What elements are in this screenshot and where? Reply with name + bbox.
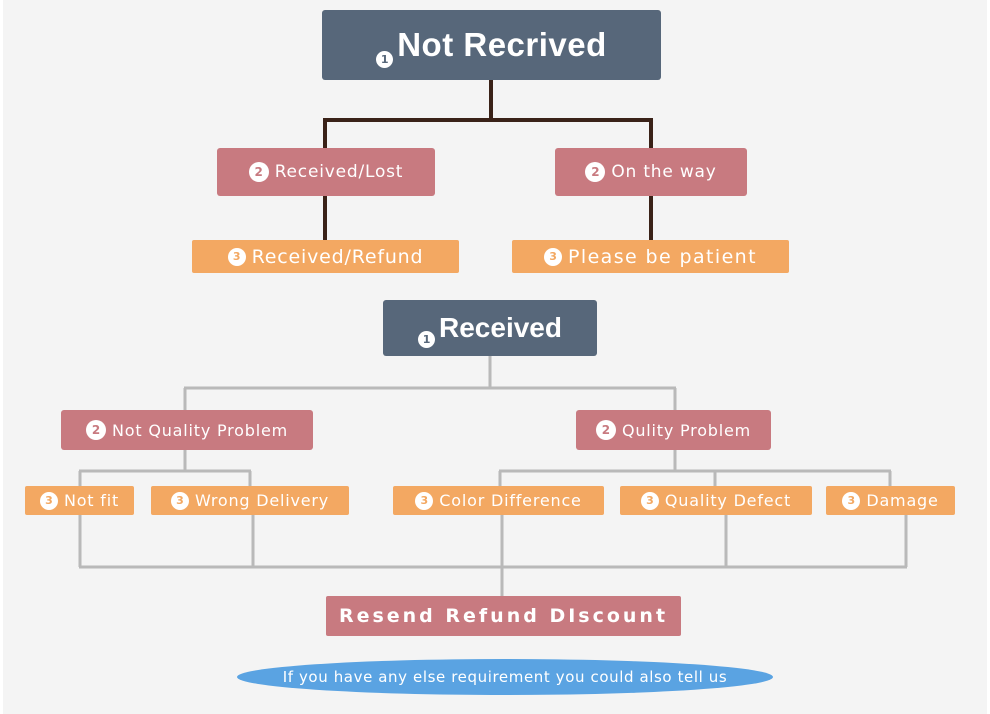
footer-note-text: If you have any else requirement you cou… bbox=[282, 668, 728, 686]
color-difference-node: 3 Color Difference bbox=[393, 486, 604, 515]
received-refund-label: Received/Refund bbox=[251, 245, 424, 268]
damage-node: 3 Damage bbox=[826, 486, 955, 515]
connector-lines bbox=[78, 80, 908, 596]
please-be-patient-node: 3 Please be patient bbox=[512, 240, 789, 273]
step-badge: 3 bbox=[544, 247, 563, 266]
quality-defect-node: 3 Quality Defect bbox=[620, 486, 812, 515]
not-received-title: Not Recrived bbox=[397, 26, 607, 63]
step-badge: 2 bbox=[585, 162, 606, 182]
color-difference-label: Color Difference bbox=[439, 491, 582, 510]
step-badge: 1 bbox=[376, 51, 394, 68]
on-the-way-node: 2 On the way bbox=[555, 148, 747, 196]
wrong-delivery-node: 3 Wrong Delivery bbox=[151, 486, 349, 515]
quality-problem-label: Qulity Problem bbox=[621, 420, 752, 440]
top-connectors bbox=[323, 80, 653, 240]
damage-label: Damage bbox=[866, 491, 939, 510]
bottom-connectors bbox=[78, 356, 908, 596]
step-badge: 3 bbox=[842, 491, 861, 510]
please-be-patient-label: Please be patient bbox=[568, 245, 757, 268]
step-badge: 1 bbox=[418, 331, 436, 348]
step-badge: 2 bbox=[595, 420, 616, 440]
received-lost-label: Received/Lost bbox=[274, 162, 404, 182]
footer-note-ellipse: If you have any else requirement you cou… bbox=[237, 659, 773, 695]
step-badge: 2 bbox=[248, 162, 269, 182]
not-fit-node: 3 Not fit bbox=[25, 486, 134, 515]
on-the-way-label: On the way bbox=[611, 162, 717, 182]
quality-problem-node: 2 Qulity Problem bbox=[576, 410, 771, 450]
step-badge: 2 bbox=[86, 420, 106, 440]
step-badge: 3 bbox=[39, 491, 58, 510]
resend-refund-discount-node: Resend Refund DIscount bbox=[326, 596, 681, 636]
step-badge: 3 bbox=[415, 491, 434, 510]
received-lost-node: 2 Received/Lost bbox=[217, 148, 435, 196]
step-badge: 3 bbox=[170, 491, 189, 510]
not-fit-label: Not fit bbox=[63, 491, 120, 510]
received-title: Received bbox=[439, 312, 562, 343]
wrong-delivery-label: Wrong Delivery bbox=[194, 491, 330, 510]
resend-refund-discount-label: Resend Refund DIscount bbox=[338, 605, 669, 627]
step-badge: 3 bbox=[640, 491, 659, 510]
step-badge: 3 bbox=[227, 247, 246, 266]
flowchart-canvas: 1 Not Recrived 2 Received/Lost 2 On the … bbox=[3, 0, 987, 714]
received-root: 1 Received bbox=[383, 300, 597, 356]
received-refund-node: 3 Received/Refund bbox=[192, 240, 459, 273]
not-quality-problem-node: 2 Not Quality Problem bbox=[61, 410, 313, 450]
not-quality-problem-label: Not Quality Problem bbox=[112, 420, 288, 440]
not-received-root: 1 Not Recrived bbox=[322, 10, 661, 80]
quality-defect-label: Quality Defect bbox=[664, 491, 792, 510]
